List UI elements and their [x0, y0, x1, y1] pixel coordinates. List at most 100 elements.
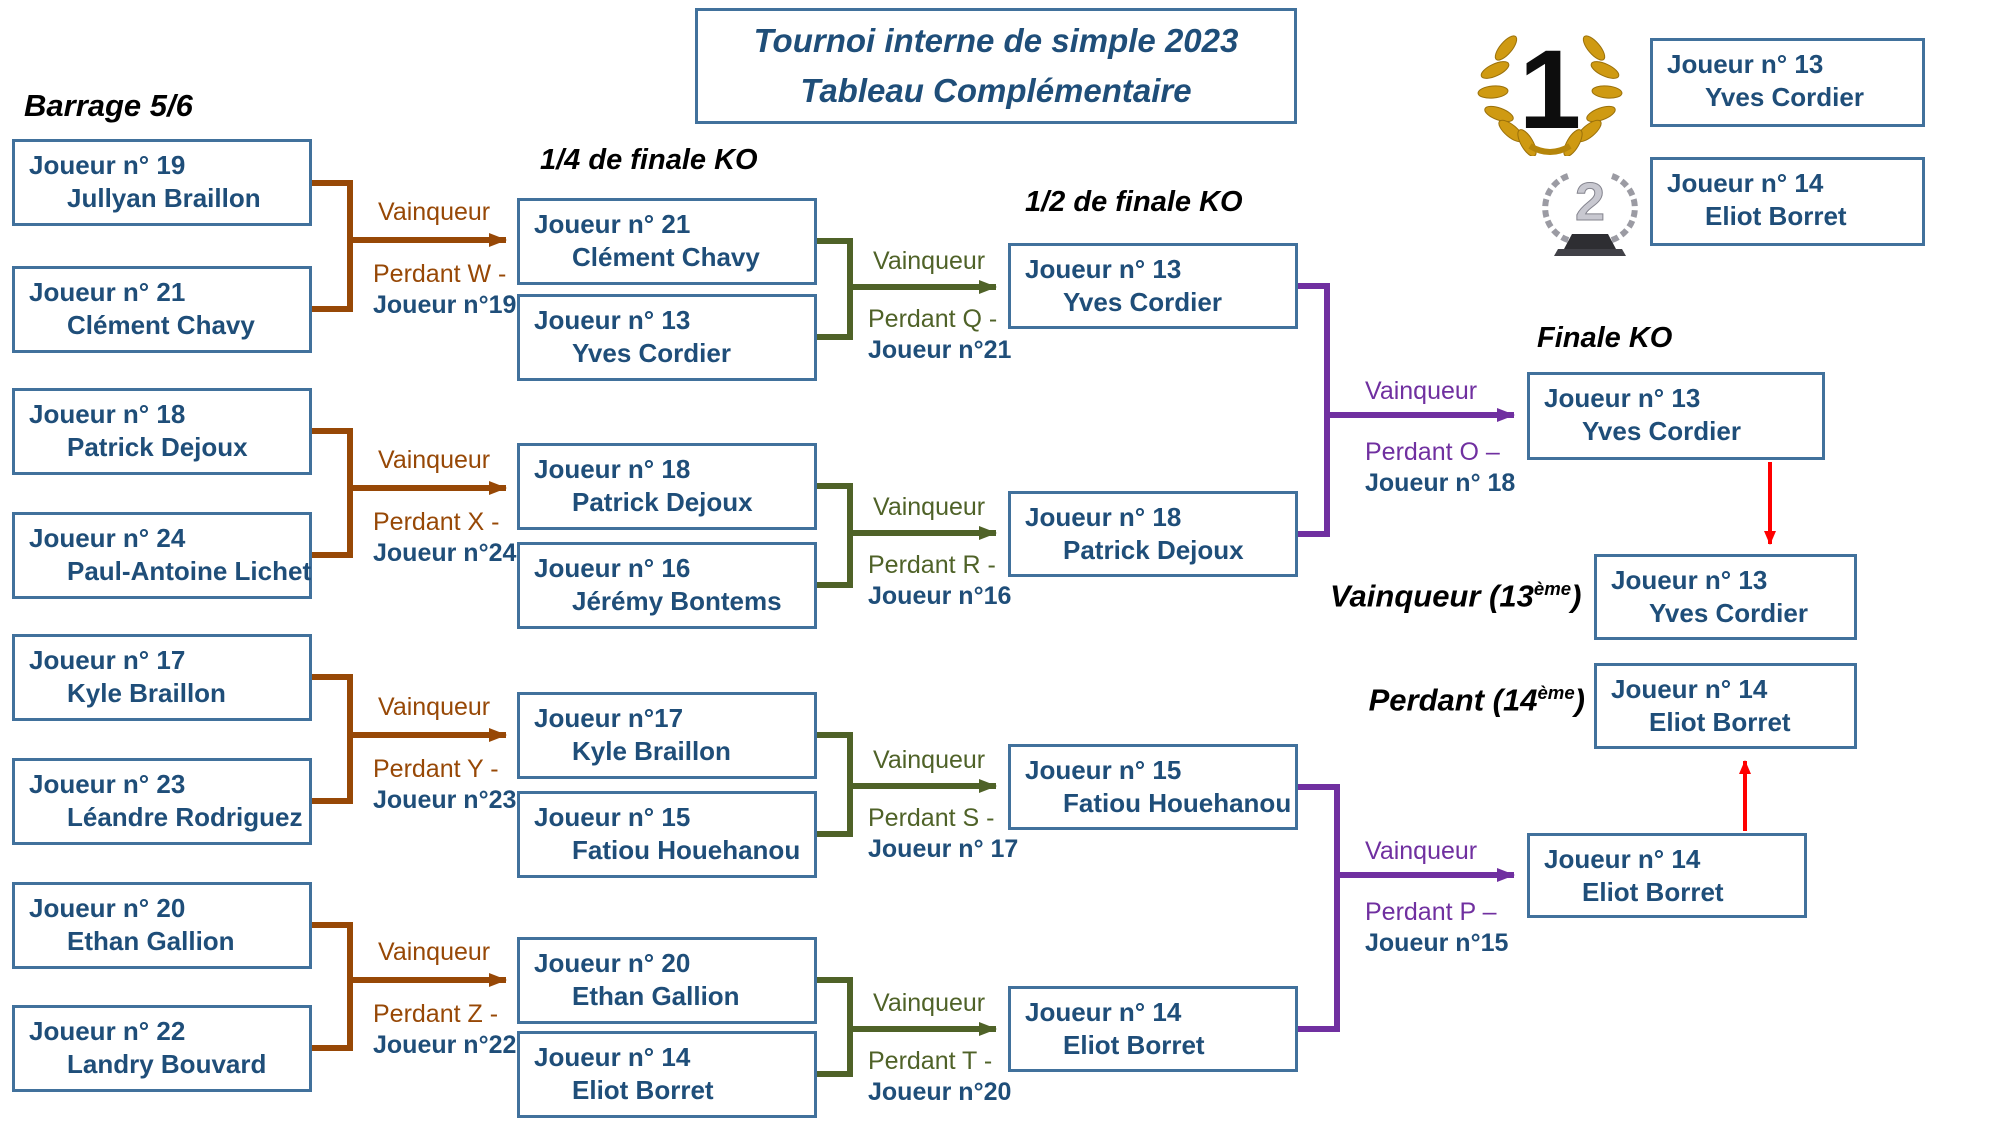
loser-player-label: Joueur n°21	[868, 336, 1012, 364]
player-number: Joueur n° 17	[29, 645, 186, 675]
player-name: Patrick Dejoux	[67, 432, 248, 462]
player-number: Joueur n° 19	[29, 150, 186, 180]
loser-label: Perdant P –	[1365, 898, 1497, 926]
player-number: Joueur n°17	[534, 703, 684, 733]
player-number: Joueur n° 20	[29, 893, 186, 923]
player-number: Joueur n° 13	[534, 305, 691, 335]
player-number: Joueur n° 18	[1025, 502, 1182, 532]
player-name: Fatiou Houehanou	[1063, 788, 1292, 818]
title-line2: Tableau Complémentaire	[800, 71, 1192, 109]
title-box: Tournoi interne de simple 2023 Tableau C…	[695, 8, 1297, 124]
player-name: Yves Cordier	[1649, 598, 1808, 628]
player-name: Jérémy Bontems	[572, 586, 782, 616]
player-name: Eliot Borret	[572, 1075, 714, 1105]
winner-label: Vainqueur	[378, 693, 491, 721]
player-name: Ethan Gallion	[67, 926, 235, 956]
player-number: Joueur n° 14	[1611, 674, 1768, 704]
barrage-connectors	[312, 180, 507, 1051]
player-name: Paul-Antoine Lichet	[67, 556, 312, 586]
player-name: Patrick Dejoux	[572, 487, 753, 517]
player-number: Joueur n° 13	[1667, 49, 1824, 79]
player-number: Joueur n° 15	[1025, 755, 1182, 785]
winner-label: Vainqueur	[1365, 837, 1478, 865]
player-name: Clément Chavy	[67, 310, 255, 340]
player-name: Jullyan Braillon	[67, 183, 261, 213]
final-result-arrows	[1739, 462, 1776, 831]
loser-player-label: Joueur n°15	[1365, 929, 1509, 957]
winner-label: Vainqueur	[378, 446, 491, 474]
player-number: Joueur n° 13	[1544, 383, 1701, 413]
loser-player-label: Joueur n°23	[373, 786, 517, 814]
winner-label: Vainqueur	[873, 493, 986, 521]
player-name: Landry Bouvard	[67, 1049, 267, 1079]
loser-label: Perdant R -	[868, 551, 996, 579]
silver-trophy-second-place-icon: 2	[1542, 172, 1638, 256]
gold-laurel-first-place-icon: 1	[1477, 27, 1623, 156]
player-name: Léandre Rodriguez	[67, 802, 303, 832]
winner-rank-label: Vainqueur (13ème)	[1330, 578, 1582, 614]
winner-label: Vainqueur	[873, 746, 986, 774]
player-name: Ethan Gallion	[572, 981, 740, 1011]
player-name: Eliot Borret	[1705, 201, 1847, 231]
header-barrage: Barrage 5/6	[24, 88, 193, 123]
player-name: Eliot Borret	[1582, 877, 1724, 907]
player-name: Patrick Dejoux	[1063, 535, 1244, 565]
title-line1: Tournoi interne de simple 2023	[753, 22, 1239, 60]
player-name: Eliot Borret	[1649, 707, 1791, 737]
second-place-number: 2	[1575, 172, 1605, 232]
loser-label: Perdant W -	[373, 260, 507, 288]
player-name: Kyle Braillon	[572, 736, 731, 766]
player-number: Joueur n° 14	[534, 1042, 691, 1072]
winner-label: Vainqueur	[1365, 377, 1478, 405]
loser-label: Perdant X -	[373, 508, 500, 536]
loser-label: Perdant O –	[1365, 438, 1500, 466]
semifinal-connectors	[1298, 283, 1515, 1032]
loser-player-label: Joueur n°16	[868, 582, 1012, 610]
player-number: Joueur n° 18	[534, 454, 691, 484]
player-number: Joueur n° 23	[29, 769, 186, 799]
winner-label: Vainqueur	[873, 247, 986, 275]
header-semifinal: 1/2 de finale KO	[1025, 186, 1243, 218]
player-name: Kyle Braillon	[67, 678, 226, 708]
player-name: Yves Cordier	[1705, 82, 1864, 112]
player-number: Joueur n° 21	[29, 277, 186, 307]
winner-label: Vainqueur	[378, 198, 491, 226]
header-quarterfinal: 1/4 de finale KO	[540, 144, 758, 176]
loser-label: Perdant Q -	[868, 305, 998, 333]
player-number: Joueur n° 22	[29, 1016, 186, 1046]
first-place-number: 1	[1519, 27, 1581, 152]
player-number: Joueur n° 14	[1667, 168, 1824, 198]
header-final: Finale KO	[1537, 322, 1673, 354]
player-number: Joueur n° 13	[1611, 565, 1768, 595]
player-number: Joueur n° 18	[29, 399, 186, 429]
loser-player-label: Joueur n°24	[373, 539, 517, 567]
loser-player-label: Joueur n°20	[868, 1078, 1012, 1106]
player-number: Joueur n° 14	[1025, 997, 1182, 1027]
quarterfinal-connectors	[817, 238, 997, 1077]
player-number: Joueur n° 13	[1025, 254, 1182, 284]
player-name: Fatiou Houehanou	[572, 835, 801, 865]
player-number: Joueur n° 16	[534, 553, 691, 583]
